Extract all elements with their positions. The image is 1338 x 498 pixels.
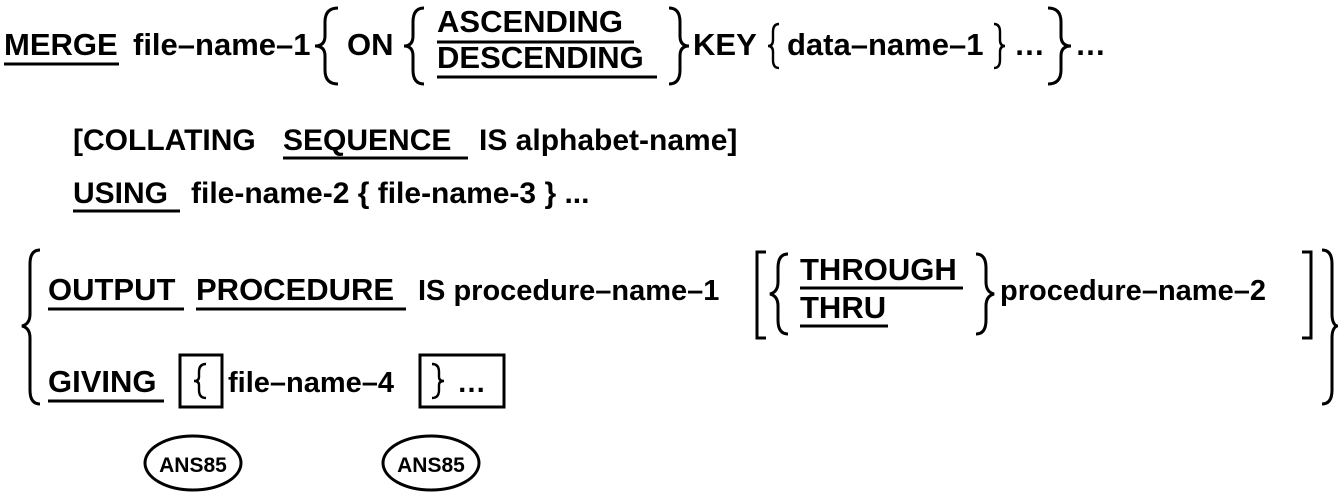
outer-brace-close [1047, 6, 1072, 86]
inner-brace-open [403, 6, 425, 86]
through-brace-close [975, 252, 995, 336]
keyword-thru: THRU [800, 290, 886, 325]
is-procedure-name-1: IS procedure–name–1 [418, 275, 719, 307]
ans85-label-1: ANS85 [159, 454, 227, 477]
keyword-ascending: ASCENDING [437, 4, 623, 39]
ellipsis-outer: … [1075, 27, 1106, 62]
through-brace-open [769, 252, 789, 336]
procedure-name-2: procedure–name–2 [1000, 275, 1266, 307]
big-brace-close [1321, 248, 1338, 406]
data-name-brace-open [767, 22, 780, 70]
optional-bracket-close [1302, 250, 1313, 340]
keyword-merge: MERGE [4, 27, 118, 62]
keyword-through: THROUGH [800, 252, 957, 287]
inner-brace-close [668, 6, 690, 86]
ans85-annotation-1 [143, 434, 243, 492]
file-name-1: file–name–1 [133, 27, 311, 62]
keyword-using: USING [73, 177, 168, 210]
ans85-annotation-2 [381, 434, 481, 492]
boxed-brace-close [431, 362, 445, 400]
big-brace-open [21, 248, 41, 406]
optional-bracket-open [755, 250, 766, 340]
keyword-procedure: PROCEDURE [196, 272, 394, 307]
boxed-brace-open [193, 362, 207, 400]
keyword-output: OUTPUT [48, 272, 176, 307]
keyword-key: KEY [693, 27, 757, 62]
ans85-box-open [178, 353, 224, 409]
keyword-giving: GIVING [48, 364, 157, 399]
ans85-label-2: ANS85 [397, 454, 465, 477]
outer-brace-open [314, 6, 339, 86]
ans85-box-close [418, 353, 506, 409]
using-rest: file-name-2 { file-name-3 } ... [191, 177, 589, 210]
keyword-descending: DESCENDING [437, 40, 644, 75]
ellipsis-inner: … [1014, 27, 1045, 62]
data-name-brace-close [993, 22, 1006, 70]
file-name-4: file–name–4 [228, 367, 394, 399]
keyword-on: ON [347, 27, 394, 62]
collating-rest: IS alphabet-name] [479, 124, 737, 157]
collating-open: [COLLATING [73, 124, 256, 157]
giving-ellipsis: … [457, 367, 486, 399]
keyword-sequence: SEQUENCE [283, 124, 451, 157]
data-name-1: data–name–1 [787, 27, 983, 62]
